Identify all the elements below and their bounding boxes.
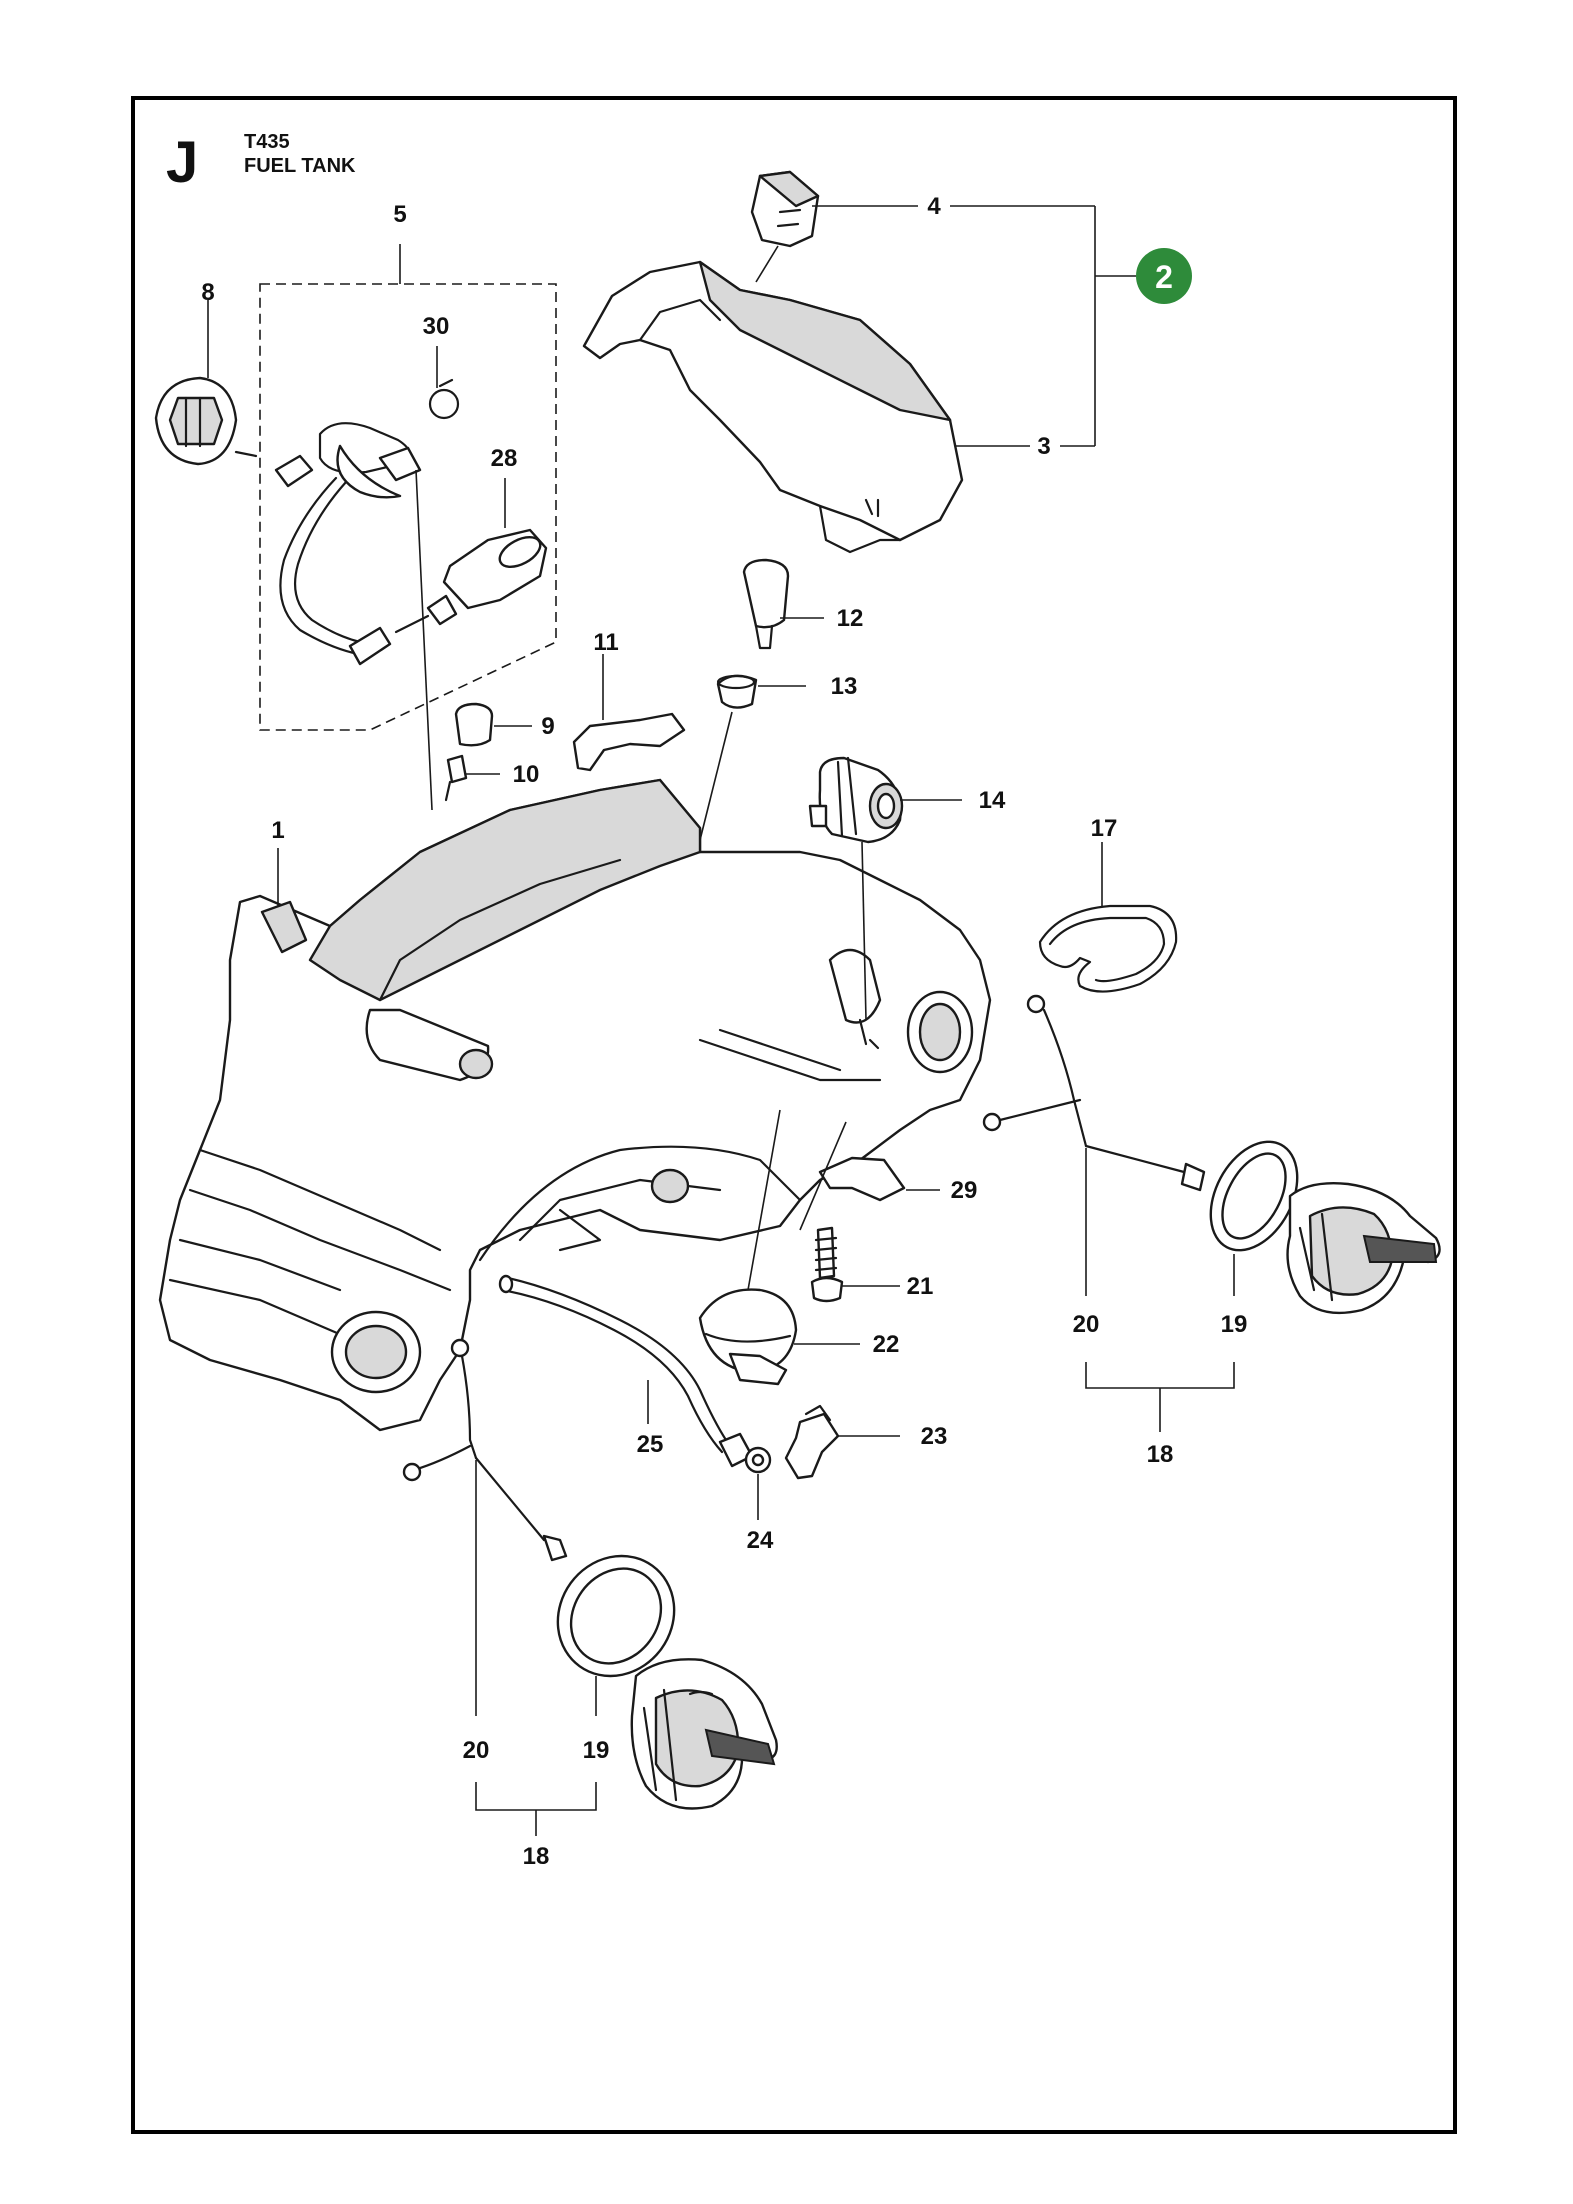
part-19-oring-left xyxy=(556,1554,676,1678)
part-20-breather-right xyxy=(982,994,1206,1192)
part-5-fuel-hose xyxy=(274,422,430,666)
callout-19-left: 19 xyxy=(583,1737,610,1764)
callout-1: 1 xyxy=(271,817,284,844)
part-13-grommet xyxy=(716,674,758,709)
part-18-cap-right xyxy=(1286,1182,1441,1315)
diagram-title: FUEL TANK xyxy=(244,155,356,177)
callout-18-left: 18 xyxy=(523,1843,550,1870)
callout-12: 12 xyxy=(837,605,864,632)
callout-5: 5 xyxy=(393,201,406,228)
part-29-clip xyxy=(818,1156,906,1202)
section-letter: J xyxy=(166,130,198,195)
part-17-gasket xyxy=(1038,904,1178,993)
part-24-nut xyxy=(744,1446,772,1474)
part-14-valve-body xyxy=(808,756,904,844)
part-4-cap xyxy=(750,170,820,248)
part-8-fitting xyxy=(154,376,258,466)
part-19-oring-right xyxy=(1209,1140,1299,1252)
part-18-cap-left xyxy=(630,1658,778,1810)
part-28-filter xyxy=(426,528,548,626)
part-11-bracket xyxy=(572,712,686,772)
part-22-grommet xyxy=(698,1288,798,1386)
callout-24: 24 xyxy=(747,1527,774,1554)
callout-29: 29 xyxy=(951,1177,978,1204)
callout-28: 28 xyxy=(491,445,518,472)
part-12-plug xyxy=(742,558,790,650)
badge-label: 2 xyxy=(1155,259,1173,295)
kit-5-dashed-outline xyxy=(259,283,557,731)
part-25-fuel-line xyxy=(498,1274,754,1468)
part-9-cap xyxy=(454,702,494,747)
part-23-fitting xyxy=(784,1404,840,1480)
callout-17: 17 xyxy=(1091,815,1118,842)
callout-14: 14 xyxy=(979,787,1006,814)
callout-11: 11 xyxy=(593,629,618,656)
callout-3: 3 xyxy=(1037,433,1050,460)
part-10-valve xyxy=(444,754,468,802)
diagram-frame xyxy=(131,96,1457,2134)
callout-4: 4 xyxy=(927,193,941,220)
badge-circle xyxy=(1136,248,1192,304)
callout-13: 13 xyxy=(831,673,858,700)
callout-10: 10 xyxy=(513,761,540,788)
model-number: T435 xyxy=(244,131,290,153)
reference-badge: 2 xyxy=(1136,248,1192,304)
callout-25: 25 xyxy=(637,1431,664,1458)
part-20-breather-left xyxy=(402,1338,568,1562)
part-1-fuel-tank xyxy=(158,778,992,1432)
part-21-screw xyxy=(810,1226,844,1303)
callout-20-right: 20 xyxy=(1073,1311,1100,1338)
callout-30: 30 xyxy=(423,313,450,340)
callout-18-right: 18 xyxy=(1147,1441,1174,1468)
callout-8: 8 xyxy=(201,279,214,306)
part-30-clip xyxy=(428,378,460,420)
part-3-top-cover xyxy=(582,260,964,554)
callout-9: 9 xyxy=(541,713,554,740)
callout-23: 23 xyxy=(921,1423,948,1450)
callout-20-left: 20 xyxy=(463,1737,490,1764)
callout-22: 22 xyxy=(873,1331,900,1358)
callout-21: 21 xyxy=(907,1273,934,1300)
callout-19-right: 19 xyxy=(1221,1311,1248,1338)
